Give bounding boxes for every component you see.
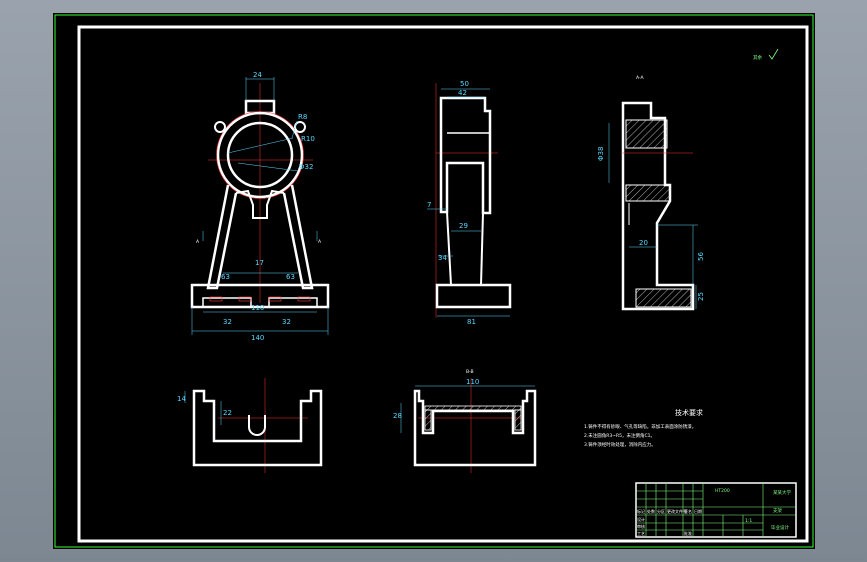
dim-side-web-offset: 7 [427,201,431,209]
dim-side-rib-height: 34 [438,254,447,262]
tb-label-docno: 更改文件号 [667,508,687,514]
tb-label-count: 处数 [647,508,655,514]
tech-req-item-2: 2.未注圆角R3~R5，未注倒角C1。 [584,432,655,439]
dim-left-recess: 32 [223,318,232,326]
section-label-right: A [318,239,322,245]
section-view: A-A Φ38 20 56 25 [597,75,705,311]
roughness-mark: 其余 [753,48,779,61]
dim-side-base-depth: 81 [467,318,476,326]
dim-section-height: 56 [697,252,705,261]
tb-label-sign: 签名 [684,508,692,514]
inner-frame [77,25,809,543]
tb-role-review: 审核 [637,523,645,529]
tb-label-zone: 分区 [657,508,665,514]
section-label-left: A [196,239,200,245]
dim-angle-right: 63 [286,273,295,281]
tech-req-title: 技术要求 [675,408,703,417]
tech-req-item-3: 3.铸件须经时效处理，消除内应力。 [584,441,656,448]
outer-border [54,14,814,548]
dim-section-base: 25 [697,292,705,301]
tb-label-date: 日期 [694,508,702,514]
svg-text:其余: 其余 [753,54,762,61]
tb-scale: 1:1 [745,518,752,524]
dim-side-top-outer: 50 [460,80,469,88]
dim-bl-slot: 22 [223,409,232,417]
dim-radius-a: R8 [298,113,307,121]
tb-part-name: 支架 [773,507,782,514]
section-label-bb: B-B [466,369,474,375]
tb-role-approve: 批准 [684,530,692,536]
tb-label-mark: 标记 [637,508,645,514]
dim-inner-span: 110 [251,304,264,312]
dim-side-top-inner: 42 [458,89,467,97]
front-view: 24 R8 R10 Φ32 17 63 63 110 32 32 140 A A [190,71,330,342]
side-view: 50 42 7 29 34 81 [427,80,512,326]
tb-role-process: 工艺 [637,531,645,536]
section-label-aa: A-A [636,75,645,81]
bottom-left-view: 14 22 [177,378,323,473]
dim-br-depth: 28 [393,412,402,420]
tb-role-design: 设计 [637,516,645,522]
dim-side-neck-width: 29 [459,222,468,230]
dim-section-neck: 20 [639,239,648,247]
cad-drawing: 其余 [54,14,814,548]
tb-drawing-no: 毕业设计 [771,524,789,531]
tb-school: 某某大学 [773,489,791,496]
dim-radius-b: R10 [301,135,315,143]
tb-material: HT200 [715,488,730,494]
dim-slot-width: 17 [255,259,264,267]
dim-diameter: Φ32 [299,163,313,171]
dim-bl-lip: 14 [177,395,186,403]
dim-section-bore: Φ38 [597,147,605,161]
technical-requirements: 技术要求 1.铸件不得有砂眼、气孔等缺陷，非加工表面涂防锈漆。 2.未注圆角R3… [584,408,703,448]
title-block: 标记 处数 分区 更改文件号 签名 日期 设计 审核 工艺 批准 HT200 某… [635,482,797,538]
dim-br-width: 110 [466,378,479,386]
dim-right-recess: 32 [282,318,291,326]
tech-req-item-1: 1.铸件不得有砂眼、气孔等缺陷，非加工表面涂防锈漆。 [584,423,696,430]
drawing-sheet: 其余 [53,13,815,549]
dim-base-width: 140 [251,334,264,342]
dim-top-width: 24 [253,71,262,79]
dim-angle-left: 63 [221,273,230,281]
bottom-right-view: B-B 110 28 [393,369,537,473]
